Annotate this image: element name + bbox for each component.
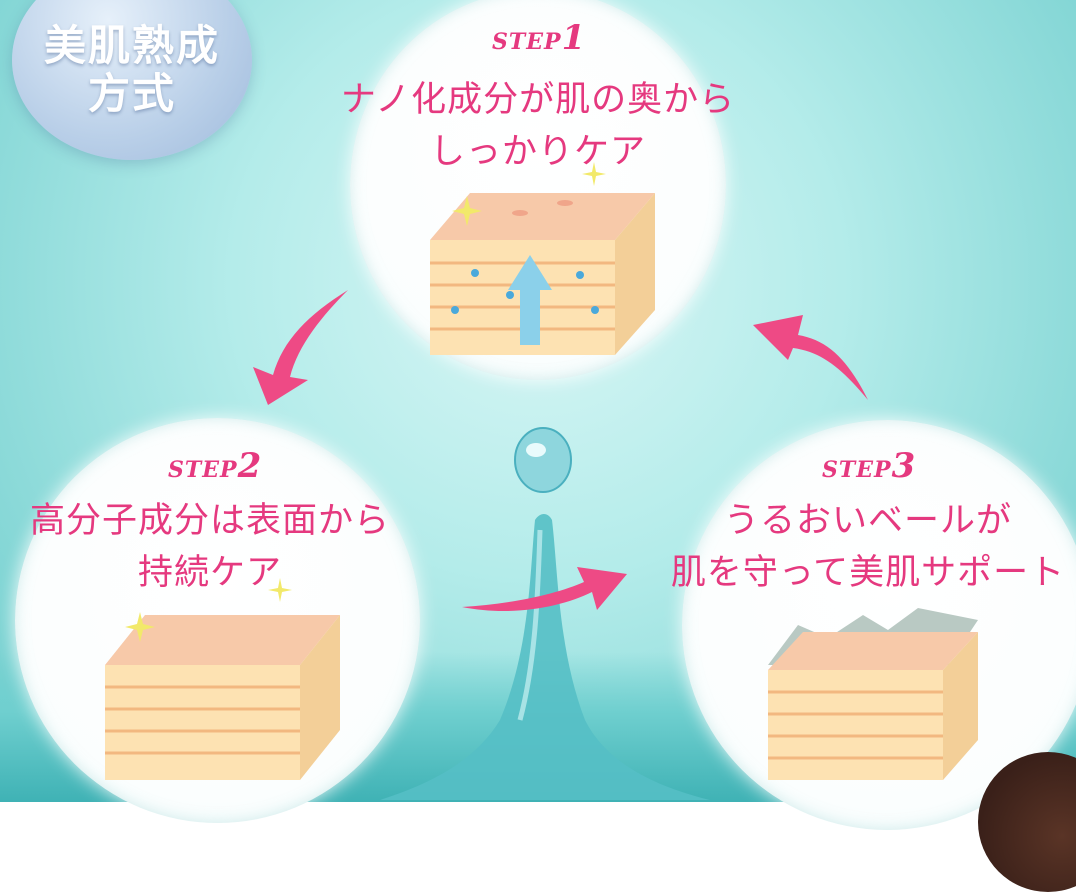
- curved-arrow-icon: [253, 290, 348, 405]
- badge-title-line1: 美肌熟成: [43, 21, 220, 70]
- sparkle-icon: [452, 196, 482, 226]
- skin-layer-icon: [768, 608, 978, 780]
- step1-label: STEP1: [492, 18, 587, 58]
- step1-description: ナノ化成分が肌の奥からしっかりケア: [340, 80, 736, 172]
- curved-arrow-icon: [462, 567, 627, 612]
- step2-label: STEP2: [168, 446, 263, 486]
- step3-description: うるおいベールが肌を守って美肌サポート: [670, 501, 1066, 593]
- skin-layer-icon: [105, 615, 340, 780]
- title-badge: 美肌熟成 方式: [12, 0, 252, 160]
- curved-arrow-icon: [753, 315, 868, 400]
- sparkle-icon: [268, 578, 292, 602]
- badge-title-line2: 方式: [87, 69, 176, 118]
- up-arrow-icon: [508, 255, 552, 345]
- water-splash-icon: [380, 427, 710, 800]
- skin-layer-icon: [430, 193, 655, 355]
- sparkle-icon: [582, 162, 606, 186]
- step2-description: 高分子成分は表面から持続ケア: [29, 501, 390, 593]
- sparkle-icon: [125, 612, 155, 642]
- step3-label: STEP3: [822, 446, 917, 486]
